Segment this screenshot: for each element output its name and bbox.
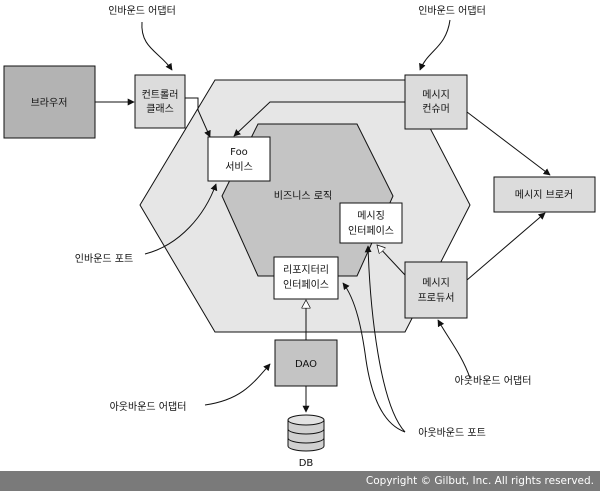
foo-service-label-line1: Foo — [230, 147, 248, 158]
inbound-port-pointer — [144, 183, 218, 255]
controller-label-line1: 컨트롤러 — [142, 89, 179, 101]
producer-label-line1: 메시지 — [422, 277, 450, 289]
controller-to-foo-arrow — [185, 97, 211, 138]
consumer-to-foo-arrow — [233, 101, 405, 137]
outbound-adapter-left-pointer — [204, 363, 271, 406]
messaging-interface-box: 메시징 인터페이스 — [339, 202, 403, 244]
messaging-interface-label-line1: 메시징 — [357, 210, 385, 222]
consumer-label-line1: 메시지 — [422, 89, 450, 101]
dao-label: DAO — [295, 359, 317, 370]
producer-box: 메시지 프로듀서 — [404, 261, 468, 319]
db-label: DB — [299, 458, 314, 469]
inbound-adapter-left-label: 인바운드 어댑터 — [108, 5, 176, 17]
broker-box: 메시지 브로커 — [493, 176, 596, 213]
repository-interface-label-line2: 인터페이스 — [283, 279, 329, 291]
business-logic-label: 비즈니스 로직 — [274, 190, 332, 202]
outbound-port-pointer-messaging — [364, 245, 406, 433]
inbound-adapter-left-pointer — [141, 21, 173, 71]
outbound-adapter-right-pointer — [437, 319, 471, 379]
repository-interface-box: 리포지터리 인터페이스 — [273, 256, 339, 300]
consumer-box: 메시지 컨슈머 — [404, 74, 468, 130]
outbound-adapter-left-label: 아웃바운드 어댑터 — [110, 401, 187, 413]
consumer-label-line2: 컨슈머 — [422, 103, 450, 115]
consumer-to-broker-arrow — [466, 111, 551, 176]
foo-service-label-line2: 서비스 — [225, 161, 253, 173]
messaging-interface-label-line2: 인터페이스 — [348, 225, 394, 237]
inbound-adapter-right-pointer — [419, 19, 451, 71]
repository-interface-label-line1: 리포지터리 — [283, 264, 329, 276]
dao-box: DAO — [274, 339, 338, 387]
outbound-port-label: 아웃바운드 포트 — [418, 427, 486, 439]
broker-label: 메시지 브로커 — [515, 189, 573, 201]
browser-label: 브라우저 — [31, 97, 68, 109]
copyright-text: Copyright © Gilbut, Inc. All rights rese… — [365, 475, 594, 487]
producer-label-line2: 프로듀서 — [418, 292, 455, 304]
producer-implements-messaging-interface — [377, 245, 406, 276]
browser-box: 브라우저 — [3, 65, 96, 139]
database-icon — [287, 414, 325, 452]
outbound-port-pointer-repository — [342, 282, 406, 433]
inbound-port-label: 인바운드 포트 — [75, 253, 133, 265]
hexagonal-architecture-diagram: 브라우저 컨트롤러 클래스 메시지 컨슈머 메시지 브로커 Foo 서비스 비즈… — [3, 5, 596, 469]
controller-box: 컨트롤러 클래스 — [134, 74, 186, 129]
inbound-adapter-right-label: 인바운드 어댑터 — [418, 5, 486, 17]
controller-label-line2: 클래스 — [146, 103, 174, 115]
outbound-adapter-right-label: 아웃바운드 어댑터 — [455, 375, 532, 387]
foo-service-box: Foo 서비스 — [207, 136, 271, 182]
copyright-footer: Copyright © Gilbut, Inc. All rights rese… — [0, 471, 600, 491]
producer-to-broker-arrow — [466, 212, 546, 281]
